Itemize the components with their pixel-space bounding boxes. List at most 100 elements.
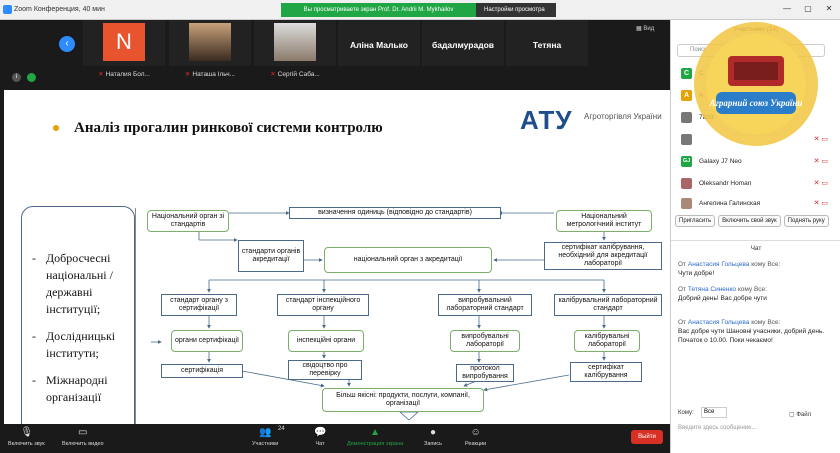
video-tile[interactable]: Аліна Малько <box>338 20 420 66</box>
node-calibration-certificate-output: сертифікат калібрування <box>570 362 642 382</box>
share-screen-icon: ▲ <box>370 427 381 438</box>
chat-icon: 💬 <box>314 427 327 438</box>
video-gallery: ‹ N ✕Наталия Бол... ✕Наташа Ільч... ✕Сер… <box>0 20 670 88</box>
node-metrology-institute: Національний метрологічний інститут <box>556 210 652 232</box>
node-calibration-certificate: сертифікат калібрування, необхідний для … <box>544 242 662 270</box>
view-options-button[interactable]: Настройки просмотра <box>476 3 556 17</box>
node-inspection-certificate: свідоцтво про перевірку <box>288 360 362 380</box>
chat-text: Вас добре чути Шановні учасники, добрий … <box>678 328 825 344</box>
node-result: Більш якісні: продукти, послуги, компані… <box>322 388 484 412</box>
avatar: С <box>681 68 692 79</box>
video-tile[interactable]: ✕Наташа Ільч... <box>169 20 251 78</box>
muted-mic-icon: ✕ <box>98 71 104 78</box>
leave-button[interactable]: Выйти <box>631 430 663 444</box>
avatar <box>681 112 692 123</box>
node-inspection-bodies: інспекційні органи <box>288 330 364 352</box>
muted-mic-icon: ✕ ▭ <box>813 136 828 143</box>
participant-row[interactable]: ✕ ▭ <box>671 131 836 149</box>
file-button[interactable]: ▢ Файл <box>789 412 812 418</box>
avatar: N <box>103 23 145 61</box>
unmute-self-button[interactable]: Включить свой звук <box>718 215 781 227</box>
muted-mic-icon: ✕ <box>184 71 191 78</box>
agrarian-union-seal: Аграрний союз України <box>694 22 818 146</box>
muted-mic-icon: ✕ ▭ <box>813 200 828 207</box>
chat-sender[interactable]: Анастасия Гольцева <box>687 261 750 268</box>
node-certification-standard: стандарт органу з сертифікації <box>161 294 237 316</box>
list-item: Дослідницькі інститути; <box>32 328 132 362</box>
chat-sender[interactable]: Тетяна Синенко <box>687 286 737 293</box>
node-inspection-standard: стандарт інспекційного органу <box>277 294 369 316</box>
muted-mic-icon: 🎙 <box>20 427 34 438</box>
node-certification: сертифікація <box>161 364 243 378</box>
grid-icon: ▦ <box>636 26 644 32</box>
minimize-icon[interactable]: — <box>783 4 791 13</box>
unmute-button[interactable]: 🎙Включить звук <box>8 427 45 447</box>
muted-mic-icon: ✕ <box>270 71 276 78</box>
node-test-protocol: протокол випробування <box>456 364 514 382</box>
atu-logo-text: Агроторгівля України <box>584 112 662 121</box>
view-button[interactable]: ▦ Вид <box>636 26 655 32</box>
node-calibration-labs: калібрувальні лабораторії <box>574 330 640 352</box>
participants-icon: 👥 <box>259 427 272 438</box>
title-bar: Zoom Конференция, 40 мин Вы просматривае… <box>0 0 840 20</box>
wheat-wreath-icon <box>694 22 818 146</box>
node-accreditation-standards: стандарти органів акредитації <box>238 240 304 272</box>
chat-input[interactable]: Введите здесь сообщение... <box>678 425 757 431</box>
chat-sender[interactable]: Анастасия Гольцева <box>687 319 750 326</box>
participant-name: Galaxy J7 Neo <box>699 158 742 165</box>
participants-count: 24 <box>278 426 285 432</box>
info-icon[interactable]: i <box>12 73 21 82</box>
reactions-button[interactable]: ☺Реакции <box>465 427 487 447</box>
chat-message: От Анастасия Гольцева кому Все: Вас добр… <box>678 318 828 345</box>
list-item: Добросчесні національні / державні інсти… <box>32 250 132 318</box>
participants-button[interactable]: 👥Участники <box>252 427 279 447</box>
participant-name: Oleksandr Homan <box>699 180 752 187</box>
avatar: GJ <box>681 156 692 167</box>
security-shield-icon[interactable] <box>27 73 36 82</box>
left-list: Добросчесні національні / державні інсти… <box>32 250 132 416</box>
participant-video <box>189 23 231 61</box>
chat-message: От Анастасия Гольцева кому Все: Чути доб… <box>678 260 828 278</box>
record-icon: ● <box>429 427 437 438</box>
diagram-arrows <box>151 211 606 421</box>
participant-name: бадалмурадов <box>431 40 495 50</box>
participant-row[interactable]: GJ Galaxy J7 Neo ✕ ▭ <box>671 153 836 171</box>
participant-name: Тетяна <box>532 40 562 50</box>
chat-text: Чути добре! <box>678 270 715 277</box>
node-national-standards-body: Національний орган зі стандартів <box>147 210 229 232</box>
participant-actions: Пригласить Включить свой звук Поднять ру… <box>675 215 829 227</box>
participant-name: Наталия Бол... <box>105 71 150 78</box>
slide-title: Аналіз прогалин ринкової системи контрол… <box>74 120 383 136</box>
close-icon[interactable]: ✕ <box>825 4 833 13</box>
chat-recipient-select[interactable]: Все <box>701 407 727 418</box>
participant-row[interactable]: Oleksandr Homan ✕ ▭ <box>671 175 836 193</box>
reactions-icon: ☺ <box>470 427 481 438</box>
avatar <box>681 134 692 145</box>
chat-text: Добрий день! Вас добре чути <box>678 295 767 302</box>
bracket-line <box>135 208 151 424</box>
record-button[interactable]: ●Запись <box>424 427 443 447</box>
video-tile[interactable]: ✕Сергій Саба... <box>254 20 336 78</box>
chat-button[interactable]: 💬Чат <box>314 427 327 447</box>
video-tile[interactable]: бадалмурадов <box>422 20 504 66</box>
start-video-button[interactable]: ▭Включить видео <box>62 427 104 447</box>
maximize-icon[interactable]: ▢ <box>804 4 812 13</box>
participant-row[interactable]: Ангелина Галинская ✕ ▭ <box>671 195 836 213</box>
raise-hand-button[interactable]: Поднять руку <box>783 215 829 227</box>
video-tile[interactable]: Тетяна <box>506 20 588 66</box>
zoom-app-icon <box>3 5 12 14</box>
muted-mic-icon: ✕ ▭ <box>813 158 828 165</box>
muted-mic-icon: ✕ ▭ <box>813 180 828 187</box>
window-title: Zoom Конференция, 40 мин <box>14 6 105 13</box>
video-tile[interactable]: N ✕Наталия Бол... <box>83 20 165 78</box>
left-panel-box <box>21 206 135 424</box>
node-national-accreditation-body: національний орган з акредитації <box>324 247 492 273</box>
invite-button[interactable]: Пригласить <box>675 215 716 227</box>
seal-text: Аграрний союз України <box>709 98 803 108</box>
chat-title: Чат <box>671 240 840 256</box>
video-off-icon: ▭ <box>78 427 88 438</box>
participant-video <box>274 23 316 61</box>
share-screen-button[interactable]: ▲Демонстрация экрана <box>347 427 404 447</box>
gallery-back-button[interactable]: ‹ <box>59 36 75 52</box>
participant-name: Ангелина Галинская <box>699 200 761 207</box>
